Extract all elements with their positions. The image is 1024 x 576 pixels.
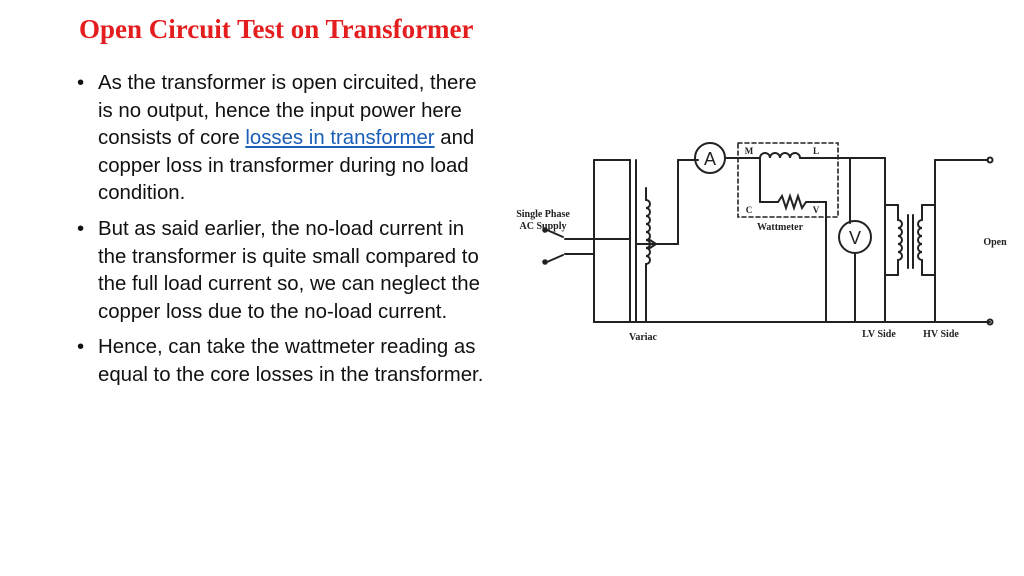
supply-label: Single Phase <box>516 209 570 220</box>
bullet-item: • Hence, can take the wattmeter reading a… <box>76 334 496 389</box>
ammeter-icon: A <box>704 149 716 169</box>
bullet-icon: • <box>77 336 85 359</box>
bullet-text: and copper loss in transformer during no… <box>98 127 475 205</box>
wattmeter-label: Wattmeter <box>757 222 804 233</box>
bullet-icon: • <box>77 217 85 240</box>
bullet-item: • But as said earlier, the no-load curren… <box>76 216 496 326</box>
bullet-text: But as said earlier, the no-load current… <box>98 217 480 323</box>
lv-side-label: LV Side <box>862 329 896 340</box>
variac-label: Variac <box>629 332 658 343</box>
terminal-l-label: L <box>813 146 819 156</box>
open-label: Open <box>983 237 1007 248</box>
slide-title: Open Circuit Test on Transformer <box>79 14 474 44</box>
terminal-m-label: M <box>745 146 754 156</box>
hv-side-label: HV Side <box>923 329 959 340</box>
bullet-item: • As the transformer is open circuited, t… <box>76 70 496 208</box>
bullet-text: Hence, can take the wattmeter reading as… <box>98 336 484 386</box>
terminal-v-label: V <box>813 205 820 215</box>
circuit-diagram: Single Phase AC Supply Variac Wattmeter … <box>516 142 1007 343</box>
core-losses-link[interactable]: losses in transformer <box>245 127 435 150</box>
supply-label: AC Supply <box>520 221 567 232</box>
voltmeter-icon: V <box>849 228 861 248</box>
bullet-text: As the transformer is open circuited, th… <box>98 72 477 150</box>
terminal-c-label: C <box>746 205 753 215</box>
bullet-icon: • <box>77 72 85 94</box>
bullet-list: • As the transformer is open circuited, t… <box>76 70 496 398</box>
